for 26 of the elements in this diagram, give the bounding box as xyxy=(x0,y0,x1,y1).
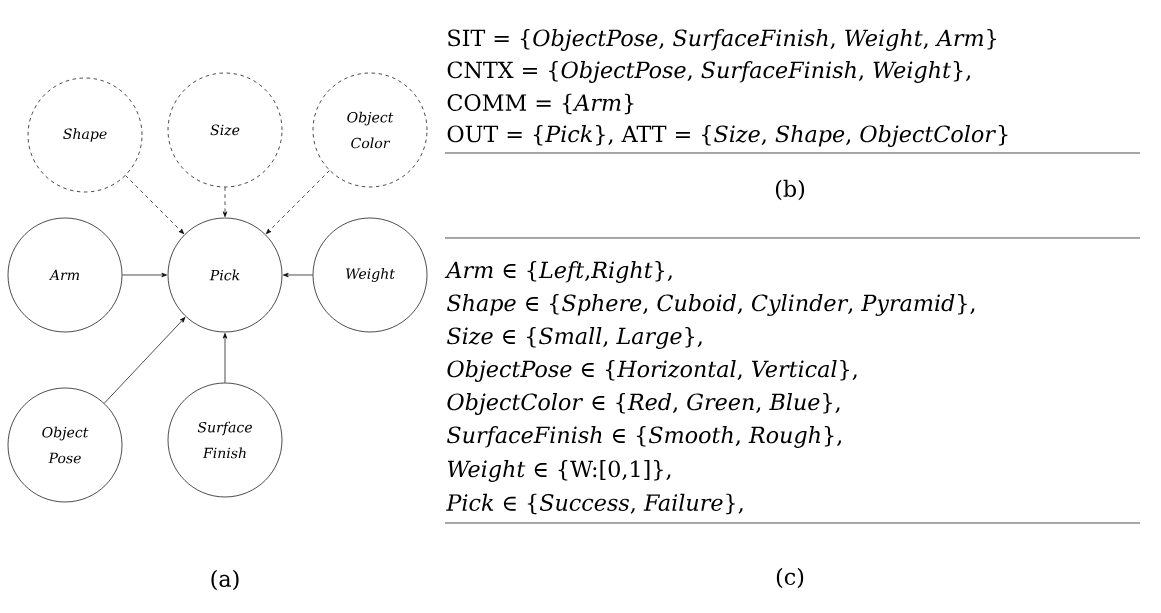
circle-node: Object Pose xyxy=(7,387,123,503)
arrow xyxy=(122,272,167,278)
dashed-circle-node: Size xyxy=(167,72,283,188)
arrow xyxy=(222,187,228,217)
dashed-circle-node: Shape xyxy=(27,77,143,193)
arrow xyxy=(125,175,185,235)
circle-node: Weight xyxy=(312,217,428,333)
formula-line: SIT = {ObjectPose, SurfaceFinish, Weight, Arm} xyxy=(448,29,996,51)
panel-caption: (c) xyxy=(776,567,804,589)
formula-line: SurfaceFinish ∈ {Smooth, Rough}, xyxy=(447,426,842,448)
circle-node: Surface Finish xyxy=(167,382,283,498)
panel-caption: (a) xyxy=(211,569,239,591)
circle-node: Arm xyxy=(7,217,123,333)
circle-node: Pick xyxy=(167,217,283,333)
arrow xyxy=(103,317,186,404)
dashed-circle-node: Object Color xyxy=(312,72,428,188)
formula-line: CNTX = {ObjectPose, SurfaceFinish, Weight}, xyxy=(447,61,971,83)
formula-line: Pick ∈ {Success, Failure}, xyxy=(446,493,743,515)
arrow xyxy=(222,333,228,383)
arrow xyxy=(283,272,313,278)
formula-line: Size ∈ {Small, Large}, xyxy=(447,327,702,349)
formula-line: ObjectPose ∈ {Horizontal, Vertical}, xyxy=(447,360,857,382)
arrow xyxy=(265,170,330,235)
panel-caption: (b) xyxy=(775,179,805,201)
formula-line: Weight ∈ {W:[0,1]}, xyxy=(447,460,671,482)
formula-line: ObjectColor ∈ {Red, Green, Blue}, xyxy=(447,393,840,415)
